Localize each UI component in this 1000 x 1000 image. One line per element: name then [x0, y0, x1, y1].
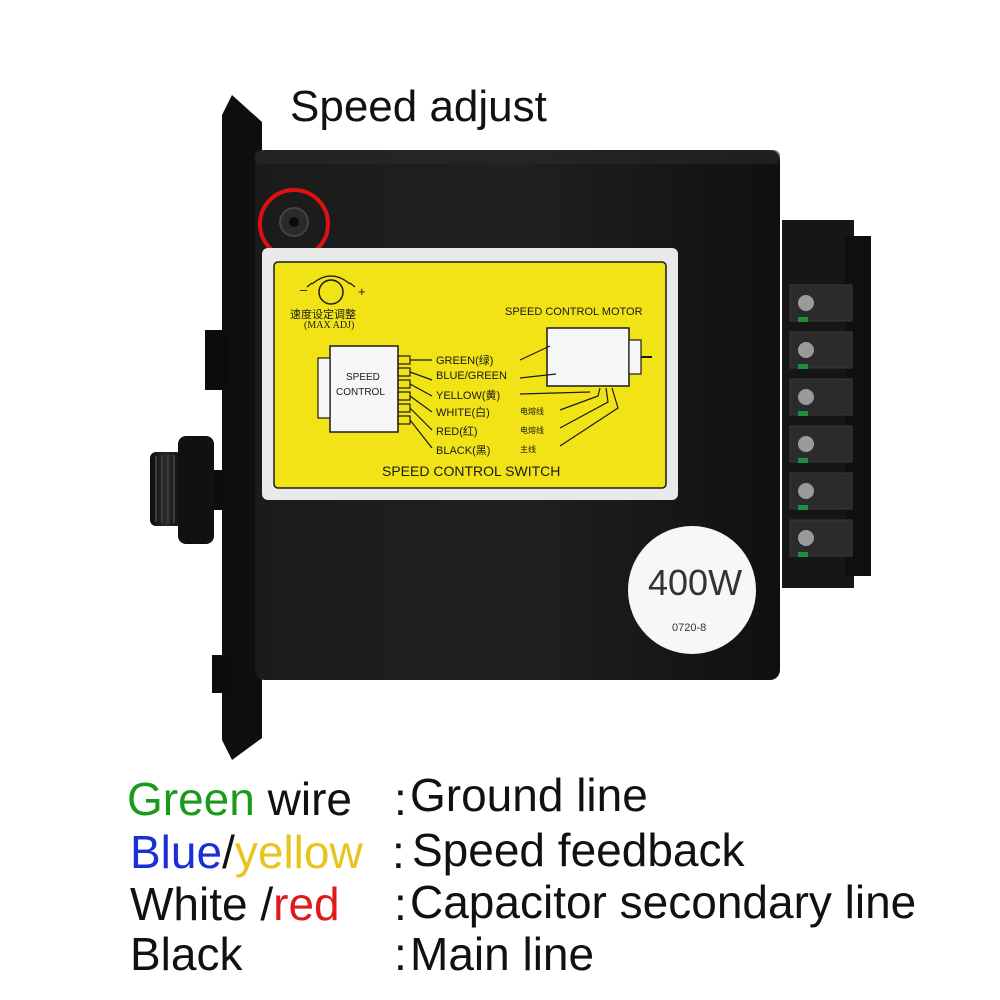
dial-max-adj: (MAX ADJ)	[304, 320, 355, 331]
badge-code: 0720-8	[672, 622, 707, 634]
controller-drawing	[329, 345, 399, 433]
legend-desc-main: Main line	[410, 928, 595, 980]
wire-label-green: GREEN(绿)	[436, 355, 494, 367]
motor-title: SPEED CONTROL MOTOR	[505, 306, 643, 318]
switch-title: SPEED CONTROL SWITCH	[382, 463, 561, 479]
flange-tab	[205, 330, 229, 390]
legend-sep: :	[394, 773, 407, 825]
legend-text-white: White /	[130, 878, 274, 930]
wire-label-black: BLACK(黑)	[436, 445, 491, 457]
controller-text-2: CONTROL	[336, 387, 385, 398]
motor-drawing	[546, 327, 630, 387]
wire-note-red: 电熔线	[520, 426, 544, 435]
wire-label-yellow: YELLOW(黄)	[436, 390, 501, 402]
dial-minus: –	[300, 282, 308, 297]
legend-sep: :	[394, 878, 407, 930]
wire-note-white: 电熔线	[520, 407, 544, 416]
dial-chinese-text: 速度设定调整	[290, 309, 356, 321]
mounting-flange	[222, 95, 262, 760]
dial-plus: +	[358, 284, 366, 299]
wiring-label	[262, 248, 678, 500]
legend-sep: :	[394, 928, 407, 980]
legend-sep: :	[392, 826, 405, 878]
legend-row-blue-yellow: Blue/yellow	[130, 829, 363, 875]
wire-label-red: RED(红)	[436, 426, 478, 438]
speed-knob	[150, 436, 224, 544]
wire-label-white: WHITE(白)	[436, 407, 490, 419]
terminal-block	[782, 220, 871, 588]
controller-text-1: SPEED	[346, 372, 380, 383]
dial-icon	[318, 279, 344, 305]
power-badge	[628, 526, 756, 654]
legend-desc-feedback: Speed feedback	[412, 824, 745, 876]
legend-row-black: Black	[130, 931, 242, 977]
legend-text-wire: wire	[254, 773, 352, 825]
legend-row-white-red: White /red	[130, 881, 340, 927]
legend-color-yellow: yellow	[234, 826, 363, 878]
flange-tab	[212, 655, 232, 693]
legend-desc-capacitor: Capacitor secondary line	[410, 876, 917, 928]
wire-label-blue-green: BLUE/GREEN	[436, 370, 507, 382]
legend-color-red: red	[273, 878, 340, 930]
legend-desc-ground: Ground line	[410, 769, 648, 821]
legend-text-black: Black	[130, 928, 243, 980]
speed-adjust-title: Speed adjust	[290, 82, 547, 131]
wire-note-black: 主线	[520, 445, 536, 454]
legend-color-blue: Blue	[130, 826, 223, 878]
legend-row-green: Green wire	[127, 776, 352, 822]
legend-slash: /	[222, 826, 235, 878]
legend-color-green: Green	[127, 773, 255, 825]
badge-power: 400W	[648, 562, 743, 603]
